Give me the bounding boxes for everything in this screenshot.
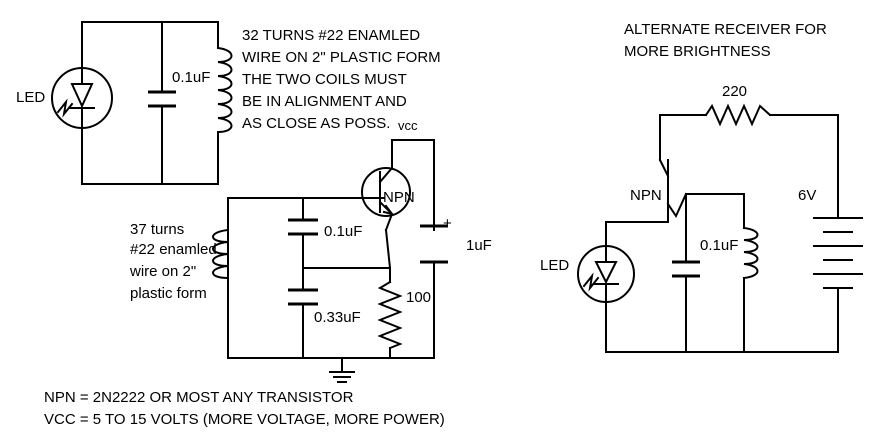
capacitor-033uf-label: 0.33uF [314,309,361,326]
battery-label: 6V [798,187,816,204]
ground-icon [329,371,355,383]
resistor-100-icon [377,280,403,350]
coil-note: 32 TURNS #22 ENAMLED WIRE ON 2" PLASTIC … [242,27,445,132]
notes: NPN = 2N2222 OR MOST ANY TRANSISTOR VCC … [44,389,445,428]
capacitor-033uf-icon [288,288,318,306]
led-icon [51,67,113,129]
coil2-note: 37 turns #22 enamled wire on 2" plastic … [129,221,221,302]
led-icon [577,245,635,303]
capacitor-label: 0.1uF [172,69,210,86]
resistor-220-icon [704,103,772,127]
capacitor-1uf-label: 1uF [466,237,492,254]
alternate-title: ALTERNATE RECEIVER FOR MORE BRIGHTNESS [624,21,831,60]
alternate-receiver-circuit [577,103,863,353]
resistor-100-label: 100 [406,289,431,306]
alternate-wire [605,114,839,353]
coil-37-turns-icon [212,228,230,280]
battery-6v-icon [813,217,863,289]
capacitor-01uf-label: 0.1uF [324,223,362,240]
coil-icon [216,46,233,134]
led-label: LED [16,89,45,106]
npn-label: NPN [630,187,662,204]
npn-transistor-icon [361,139,411,232]
resistor-220-label: 220 [722,83,747,100]
receiver-wire [81,21,219,185]
vcc-label: vcc [398,118,418,133]
capacitor-icon [672,260,700,278]
capacitor-label: 0.1uF [700,237,738,254]
coil-icon [742,226,759,280]
npn-transistor-icon [658,158,688,223]
transmitter-wire [227,139,435,373]
led-label: LED [540,257,569,274]
transmitter-circuit [212,139,448,383]
polarity-plus: + [443,215,452,232]
receiver-led-circuit [51,21,233,185]
capacitor-01uf-icon [288,218,318,236]
capacitor-icon [148,21,176,185]
capacitor-1uf-icon [420,224,448,264]
npn-label: NPN [383,189,415,206]
